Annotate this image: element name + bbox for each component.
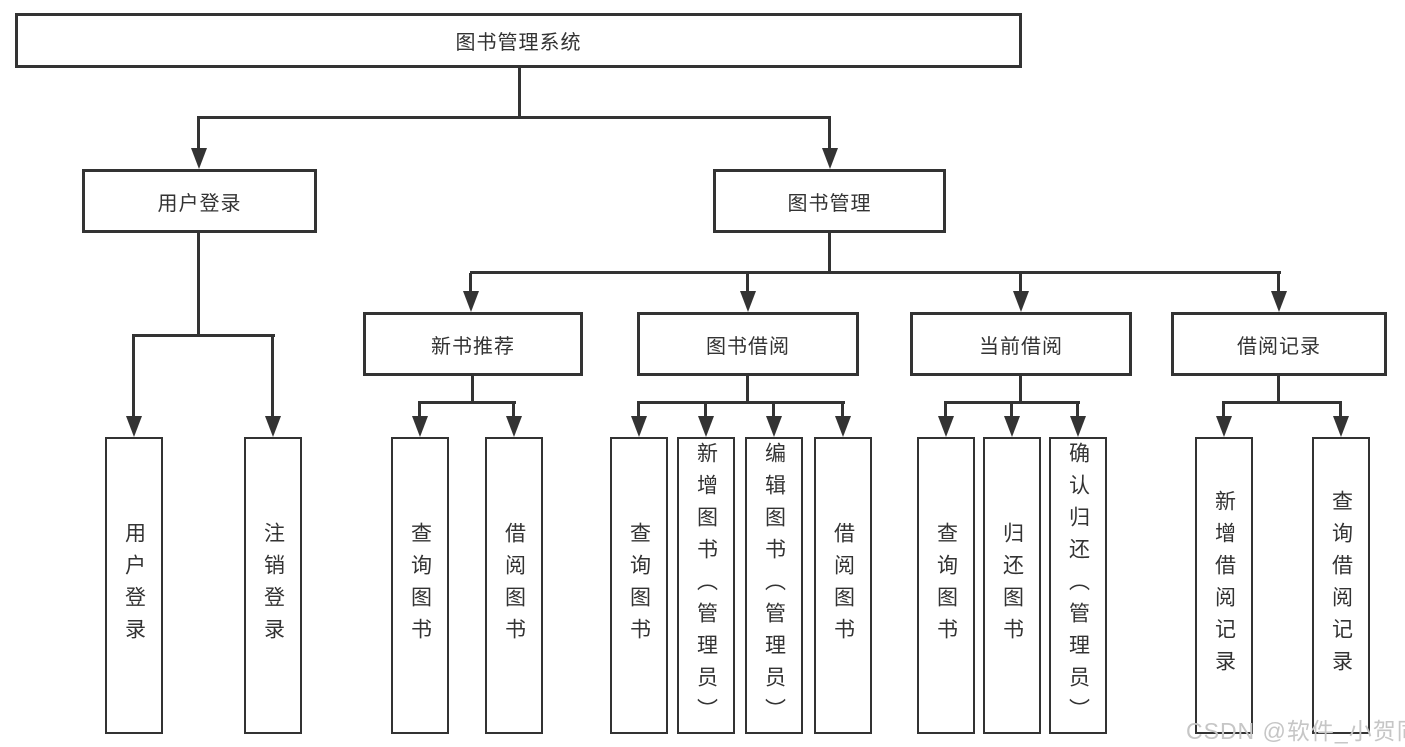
node-label: 查询图书 xyxy=(408,521,432,650)
leaf-cur-confirm-return-admin: 确认归还（管理员） xyxy=(1049,437,1107,734)
node-borrow-records: 借阅记录 xyxy=(1171,312,1387,376)
connector-line xyxy=(471,376,474,403)
connector-line xyxy=(704,403,707,427)
node-label: 用户登录 xyxy=(157,192,242,215)
node-current-borrowing: 当前借阅 xyxy=(910,312,1132,376)
arrow-down-icon xyxy=(1216,416,1232,437)
arrow-down-icon xyxy=(740,291,756,312)
node-label: 确认归还（管理员） xyxy=(1066,441,1090,730)
connector-line xyxy=(132,336,135,426)
arrow-down-icon xyxy=(126,416,142,437)
leaf-cur-return-book: 归还图书 xyxy=(983,437,1041,734)
arrow-down-icon xyxy=(835,416,851,437)
connector-line xyxy=(944,403,947,427)
leaf-query-borrow-record: 查询借阅记录 xyxy=(1312,437,1370,734)
arrow-down-icon xyxy=(463,291,479,312)
leaf-user-login: 用户登录 xyxy=(105,437,163,734)
connector-line xyxy=(132,334,275,337)
leaf-logout: 注销登录 xyxy=(244,437,302,734)
leaf-add-borrow-record: 新增借阅记录 xyxy=(1195,437,1253,734)
connector-line xyxy=(746,376,749,403)
arrow-down-icon xyxy=(1004,416,1020,437)
connector-line xyxy=(1010,403,1013,427)
node-label: 编辑图书（管理员） xyxy=(762,441,786,730)
connector-line xyxy=(1339,403,1342,427)
arrow-down-icon xyxy=(938,416,954,437)
connector-line xyxy=(197,118,200,162)
leaf-bb-edit-book-admin: 编辑图书（管理员） xyxy=(745,437,803,734)
connector-line xyxy=(271,336,274,426)
node-label: 查询借阅记录 xyxy=(1329,489,1353,682)
node-label: 归还图书 xyxy=(1000,521,1024,650)
arrow-down-icon xyxy=(822,148,838,169)
connector-line xyxy=(418,401,516,404)
connector-line xyxy=(772,403,775,427)
connector-line xyxy=(746,273,749,303)
leaf-rec-query-book: 查询图书 xyxy=(391,437,449,734)
node-system-root: 图书管理系统 xyxy=(15,13,1022,68)
arrow-down-icon xyxy=(412,416,428,437)
arrow-down-icon xyxy=(265,416,281,437)
leaf-cur-query-book: 查询图书 xyxy=(917,437,975,734)
node-label: 借阅图书 xyxy=(502,521,526,650)
node-label: 注销登录 xyxy=(261,521,285,650)
connector-line xyxy=(1076,403,1079,427)
node-label: 图书管理系统 xyxy=(455,32,582,54)
connector-line xyxy=(470,271,1281,274)
connector-line xyxy=(1277,376,1280,403)
csdn-watermark: CSDN @软件_小贺同学 xyxy=(1186,718,1405,744)
connector-line xyxy=(197,233,200,336)
connector-line xyxy=(418,403,421,427)
node-label: 新增借阅记录 xyxy=(1212,489,1236,682)
leaf-bb-borrow-book: 借阅图书 xyxy=(814,437,872,734)
node-label: 用户登录 xyxy=(122,521,146,650)
connector-line xyxy=(1019,376,1022,403)
node-label: 查询图书 xyxy=(934,521,958,650)
leaf-bb-add-book-admin: 新增图书（管理员） xyxy=(677,437,735,734)
arrow-down-icon xyxy=(506,416,522,437)
node-label: 新书推荐 xyxy=(431,335,515,358)
connector-line xyxy=(841,403,844,427)
arrow-down-icon xyxy=(1070,416,1086,437)
node-label: 新增图书（管理员） xyxy=(694,441,718,730)
arrow-down-icon xyxy=(631,416,647,437)
connector-line xyxy=(197,116,831,119)
connector-line xyxy=(828,118,831,162)
connector-line xyxy=(518,68,521,118)
connector-line xyxy=(1222,401,1342,404)
node-new-book-recommend: 新书推荐 xyxy=(363,312,583,376)
node-label: 查询图书 xyxy=(627,521,651,650)
connector-line xyxy=(637,401,845,404)
connector-line xyxy=(469,273,472,303)
connector-line xyxy=(637,403,640,427)
arrow-down-icon xyxy=(1013,291,1029,312)
connector-line xyxy=(1277,273,1280,303)
arrow-down-icon xyxy=(1333,416,1349,437)
arrow-down-icon xyxy=(698,416,714,437)
arrow-down-icon xyxy=(766,416,782,437)
connector-line xyxy=(512,403,515,427)
node-label: 当前借阅 xyxy=(979,335,1063,358)
connector-line xyxy=(944,401,1080,404)
node-label: 图书管理 xyxy=(787,192,872,215)
node-label: 图书借阅 xyxy=(706,335,790,358)
node-label: 借阅记录 xyxy=(1237,335,1321,358)
leaf-bb-query-book: 查询图书 xyxy=(610,437,668,734)
leaf-rec-borrow-book: 借阅图书 xyxy=(485,437,543,734)
connector-line xyxy=(1222,403,1225,427)
connector-line xyxy=(1019,273,1022,303)
node-user-login: 用户登录 xyxy=(82,169,317,233)
arrow-down-icon xyxy=(191,148,207,169)
arrow-down-icon xyxy=(1271,291,1287,312)
node-label: 借阅图书 xyxy=(831,521,855,650)
node-book-management: 图书管理 xyxy=(713,169,946,233)
node-book-borrowing: 图书借阅 xyxy=(637,312,859,376)
connector-line xyxy=(828,233,831,273)
